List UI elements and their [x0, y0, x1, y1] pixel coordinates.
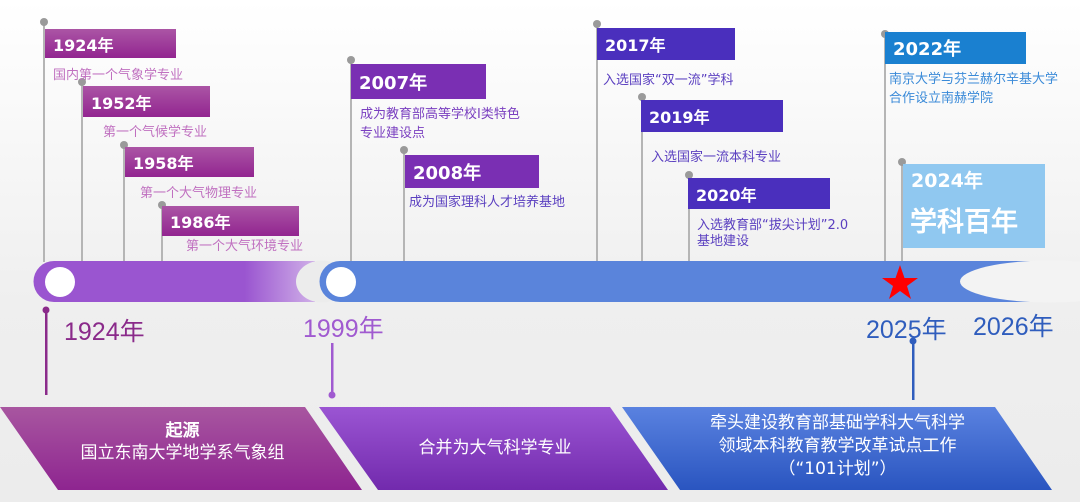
centennial-title: 学科百年	[910, 207, 1018, 238]
axis-year-2025: 2025年	[866, 316, 947, 344]
desc-2007-line1: 成为教育部高等学校I类特色	[360, 107, 520, 122]
phase-merger-text: 合并为大气科学专业	[418, 438, 572, 458]
flag-2017: 2017年	[597, 28, 735, 60]
desc-2022-line2: 合作设立南赫学院	[889, 91, 994, 106]
flag-2019: 2019年	[641, 100, 783, 132]
phase-band-101	[622, 407, 1052, 490]
axis-year-1924: 1924年	[64, 318, 145, 346]
pole-2024	[898, 158, 906, 262]
pole-1958	[120, 141, 128, 262]
centennial-box: 2024年 学科百年	[903, 164, 1045, 248]
marker-2025	[909, 337, 917, 400]
desc-2020: 入选教育部“拔尖计划”2.0 基地建设	[697, 218, 848, 250]
phase-101-line2: 领域本科教育教学改革试点工作	[718, 436, 957, 456]
pole-2017	[593, 20, 601, 262]
desc-2022: 南京大学与芬兰赫尔辛基大学 合作设立南赫学院	[889, 70, 1058, 108]
phase-101-line1: 牵头建设教育部基础学科大气科学	[710, 413, 965, 433]
start-circle-1999	[326, 267, 356, 297]
flag-1986: 1986年	[162, 206, 299, 236]
axis-year-1999: 1999年	[303, 315, 384, 343]
phase-101-line3: （“101计划”）	[778, 459, 897, 479]
phase-origin-title: 起源	[165, 421, 200, 441]
desc-2020-line2: 基地建设	[697, 234, 750, 249]
pole-2007	[347, 56, 355, 262]
phase-band-merger	[319, 407, 668, 490]
pole-2020	[685, 171, 693, 262]
axis-year-2026: 2026年	[973, 313, 1054, 341]
flag-2007: 2007年	[351, 64, 486, 99]
bar-end-cutout	[960, 260, 1080, 303]
flag-1952: 1952年	[83, 86, 210, 117]
phase-band-origin	[0, 407, 362, 490]
phase-origin-desc: 国立东南大学地学系气象组	[80, 443, 285, 463]
desc-2007: 成为教育部高等学校I类特色 专业建设点	[360, 105, 520, 143]
bar-segment-blue	[319, 261, 1050, 302]
phase-origin-text: 起源 国立东南大学地学系气象组	[40, 420, 325, 464]
desc-2017: 入选国家“双一流”学科	[603, 73, 734, 88]
phase-bands	[0, 407, 1052, 490]
bar-segment-purple	[33, 261, 315, 302]
star-icon	[882, 265, 918, 299]
marker-1924	[42, 306, 50, 395]
desc-1958: 第一个大气物理专业	[140, 186, 258, 201]
desc-2007-line2: 专业建设点	[360, 126, 426, 141]
year-markers	[42, 306, 917, 400]
desc-2022-line1: 南京大学与芬兰赫尔辛基大学	[889, 72, 1059, 87]
timeline-bar	[33, 260, 1080, 303]
desc-2019: 入选国家一流本科专业	[651, 150, 782, 165]
flag-1958: 1958年	[125, 147, 254, 177]
pole-1924	[40, 18, 48, 262]
flag-2008: 2008年	[405, 155, 539, 188]
phase-101-text: 牵头建设教育部基础学科大气科学 领域本科教育教学改革试点工作 （“101计划”）	[640, 412, 1035, 481]
desc-1924: 国内第一个气象学专业	[53, 68, 184, 83]
flag-1924: 1924年	[45, 29, 176, 58]
desc-2020-line1: 入选教育部“拔尖计划”2.0	[697, 218, 849, 233]
pole-2008	[400, 146, 408, 262]
pole-2022	[881, 30, 889, 262]
pole-1952	[78, 78, 86, 262]
centennial-year: 2024年	[911, 170, 983, 192]
flag-2022: 2022年	[885, 32, 1026, 64]
start-circle-1924	[45, 267, 75, 297]
desc-2008: 成为国家理科人才培养基地	[409, 195, 566, 210]
desc-1952: 第一个气候学专业	[103, 125, 208, 140]
desc-1986: 第一个大气环境专业	[186, 239, 304, 254]
pole-2019	[638, 93, 646, 262]
flag-2020: 2020年	[688, 178, 830, 209]
marker-1999	[328, 343, 336, 399]
